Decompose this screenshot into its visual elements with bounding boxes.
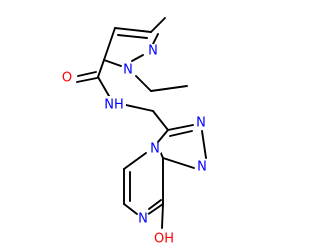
triazole-n2-atom: N	[194, 116, 208, 131]
bond-c6-n7	[123, 203, 138, 215]
carbonyl-o-atom: O	[60, 71, 74, 86]
bond-c3-n2t-double	[169, 130, 193, 137]
atom-label-amide-nh: NH	[104, 98, 124, 113]
bond-c4-c5	[114, 27, 152, 33]
bond-c1-n1	[103, 59, 122, 67]
bond-carbonyl-o-double	[77, 71, 97, 77]
atom-label-pyrazole-n1: N	[123, 63, 133, 78]
bond-c3-c4	[150, 17, 166, 33]
pyrazole-n1-atom: N	[121, 63, 135, 78]
bond-n1t-c8a	[162, 157, 195, 169]
atom-label-pyrazole-n2: N	[148, 44, 158, 59]
bond-c5-c1	[103, 27, 116, 61]
bond-bridgen-c5	[123, 152, 147, 170]
bond-n7-c8	[146, 203, 164, 216]
bond-n2t-n1t	[201, 130, 207, 159]
bond-carbonyl-nh	[97, 76, 110, 97]
structure-svg: N N O NH N N N	[60, 17, 209, 248]
bond-c4-c5-double	[117, 34, 148, 39]
bond-carbonyl-o	[76, 77, 98, 83]
bond-c3-n2t	[167, 124, 194, 131]
bond-nh-ch2	[125, 104, 154, 112]
bond-c8-oh	[161, 203, 164, 229]
atom-label-triazole-n2: N	[196, 116, 206, 131]
atom-label-layer: N N O NH N N N	[60, 44, 209, 248]
atom-label-bridge-n: N	[150, 142, 160, 157]
triazole-n1-atom: N	[195, 160, 209, 175]
bond-n2-c3	[152, 33, 159, 45]
bond-ch2-c3	[152, 110, 169, 131]
pyrazole-n2-atom: N	[146, 44, 160, 59]
bond-n7-c8-double	[148, 199, 162, 210]
bridge-n-atom: N	[148, 142, 162, 157]
bond-layer	[76, 17, 207, 229]
bond-ethyl-cc	[150, 85, 188, 92]
pyrazine-n-atom: N	[136, 212, 150, 227]
molecule-diagram: N N O NH N N N	[60, 17, 209, 248]
bond-n1-n2	[131, 54, 144, 62]
atom-label-triazole-n1: N	[197, 160, 207, 175]
hydroxyl-atom: OH	[150, 230, 178, 248]
bond-c1-carbonyl	[97, 59, 105, 78]
bond-n1-ch2	[135, 75, 152, 92]
bond-bridgen-c3	[157, 129, 169, 143]
atom-label-carbonyl-o: O	[62, 71, 72, 86]
atom-label-pyrazine-n: N	[138, 212, 148, 227]
atom-label-hydroxyl: OH	[154, 232, 174, 247]
amide-nh-atom: NH	[101, 96, 126, 114]
